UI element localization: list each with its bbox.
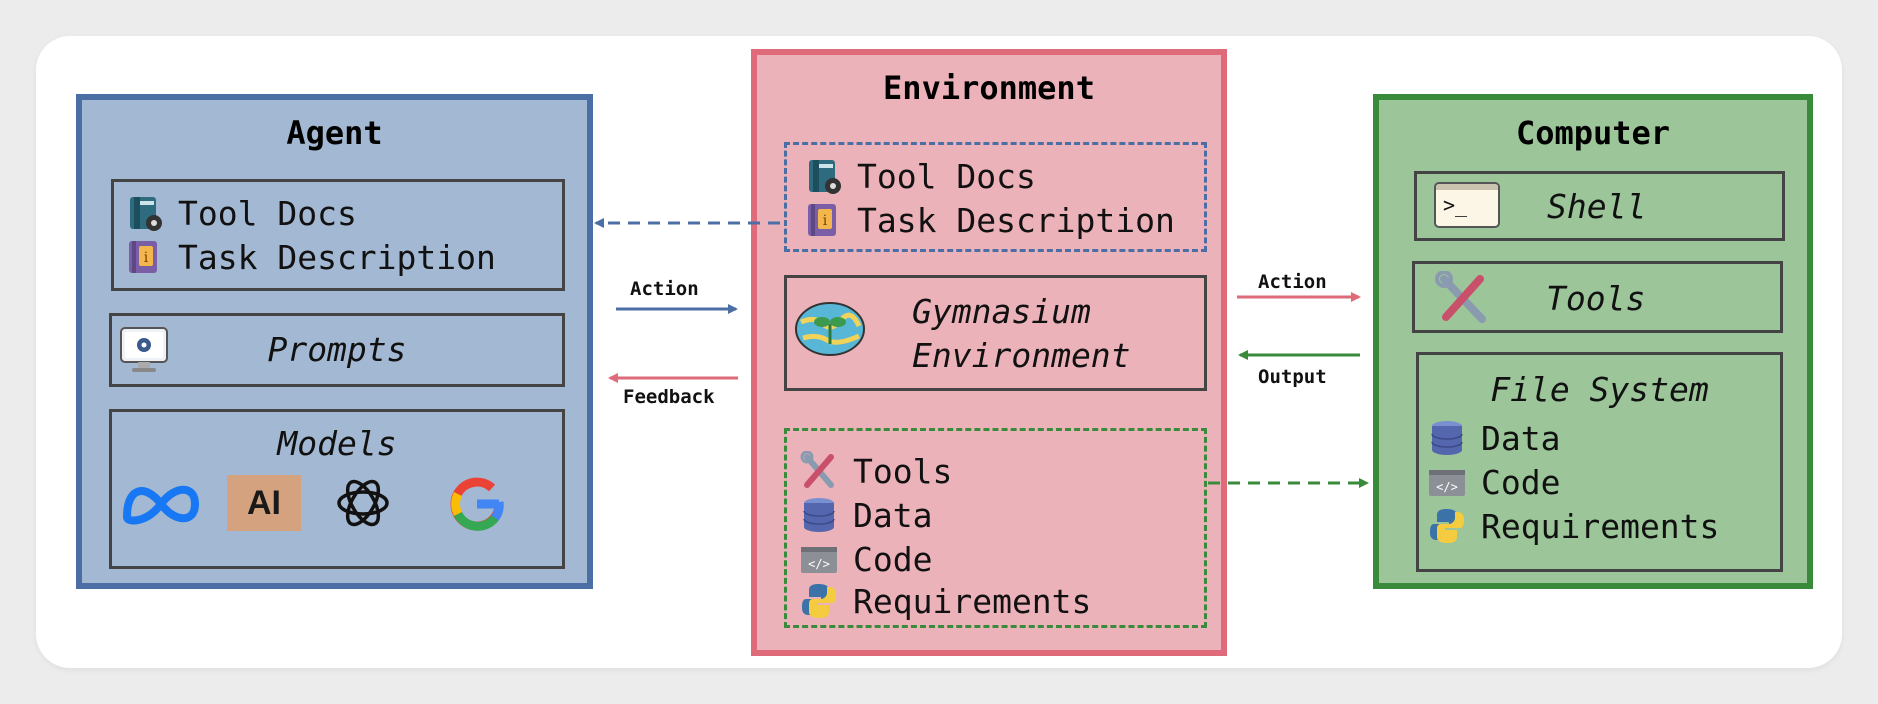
prompts-box: Prompts: [109, 313, 565, 387]
env-tools-label: Tools: [853, 451, 953, 491]
computer-panel: Computer >_ Shell Tools File System Data: [1373, 94, 1813, 589]
task-description-icon: i: [808, 204, 836, 236]
svg-text:i: i: [144, 250, 149, 266]
env-task-description-label: Task Description: [857, 200, 1175, 240]
anthropic-logo-text: AI: [247, 483, 281, 522]
computer-action-label: Action: [1258, 271, 1327, 293]
prompts-label: Prompts: [267, 330, 407, 369]
computer-tools-box: Tools: [1412, 261, 1783, 333]
database-icon: [803, 498, 835, 532]
environment-panel: Environment Tool Docs i Task Description: [751, 49, 1227, 656]
database-icon: [1431, 421, 1463, 455]
agent-docs-box: Tool Docs i Task Description: [111, 179, 565, 291]
tool-docs-icon: [130, 197, 162, 231]
gymnasium-line2: Environment: [912, 336, 1131, 375]
computer-output-label: Output: [1258, 366, 1327, 388]
fs-data-label: Data: [1481, 418, 1561, 458]
env-resources-box: Tools Data </> Code Requirements: [784, 428, 1207, 628]
svg-text:</>: </>: [808, 557, 830, 571]
agent-action-label: Action: [630, 278, 699, 300]
env-docs-box: Tool Docs i Task Description: [784, 142, 1207, 252]
fs-code-label: Code: [1481, 462, 1561, 502]
shell-label: Shell: [1547, 187, 1647, 226]
meta-icon: [123, 485, 199, 525]
anthropic-icon: AI: [227, 475, 301, 531]
file-system-box: File System Data </> Code Requirements: [1416, 352, 1783, 572]
google-icon: [450, 477, 504, 531]
env-code-label: Code: [853, 539, 933, 579]
settings-monitor-icon: [120, 327, 168, 372]
gymnasium-icon: [795, 302, 865, 356]
fs-requirements-label: Requirements: [1481, 506, 1720, 546]
terminal-icon: >_: [1434, 182, 1500, 228]
models-box: Models AI: [109, 409, 565, 569]
tool-docs-icon: [809, 160, 841, 194]
computer-title: Computer: [1515, 114, 1671, 152]
computer-tools-label: Tools: [1546, 279, 1646, 318]
env-requirements-label: Requirements: [853, 581, 1092, 621]
file-system-title: File System: [1490, 370, 1709, 409]
svg-text:</>: </>: [1436, 480, 1458, 494]
python-icon: [1430, 509, 1464, 543]
terminal-prompt: >_: [1443, 193, 1468, 217]
environment-title: Environment: [883, 69, 1095, 107]
agent-tool-docs-label: Tool Docs: [178, 193, 357, 233]
task-description-icon: i: [129, 241, 157, 273]
tools-icon: [800, 451, 834, 488]
code-icon: </>: [1429, 470, 1465, 496]
shell-box: >_ Shell: [1414, 171, 1785, 241]
agent-title: Agent: [286, 114, 383, 152]
gymnasium-line1: Gymnasium: [912, 292, 1091, 331]
python-icon: [802, 584, 836, 618]
svg-text:i: i: [823, 213, 828, 229]
env-tool-docs-label: Tool Docs: [857, 156, 1036, 196]
env-data-label: Data: [853, 495, 933, 535]
gymnasium-box: Gymnasium Environment: [784, 275, 1207, 391]
models-title: Models: [277, 424, 397, 463]
agent-panel: Agent Tool Docs i Task Description: [76, 94, 593, 589]
agent-feedback-label: Feedback: [623, 386, 715, 408]
agent-task-description-label: Task Description: [178, 237, 496, 277]
tools-icon: [1435, 271, 1486, 323]
openai-icon: [337, 479, 389, 527]
code-icon: </>: [801, 547, 837, 573]
